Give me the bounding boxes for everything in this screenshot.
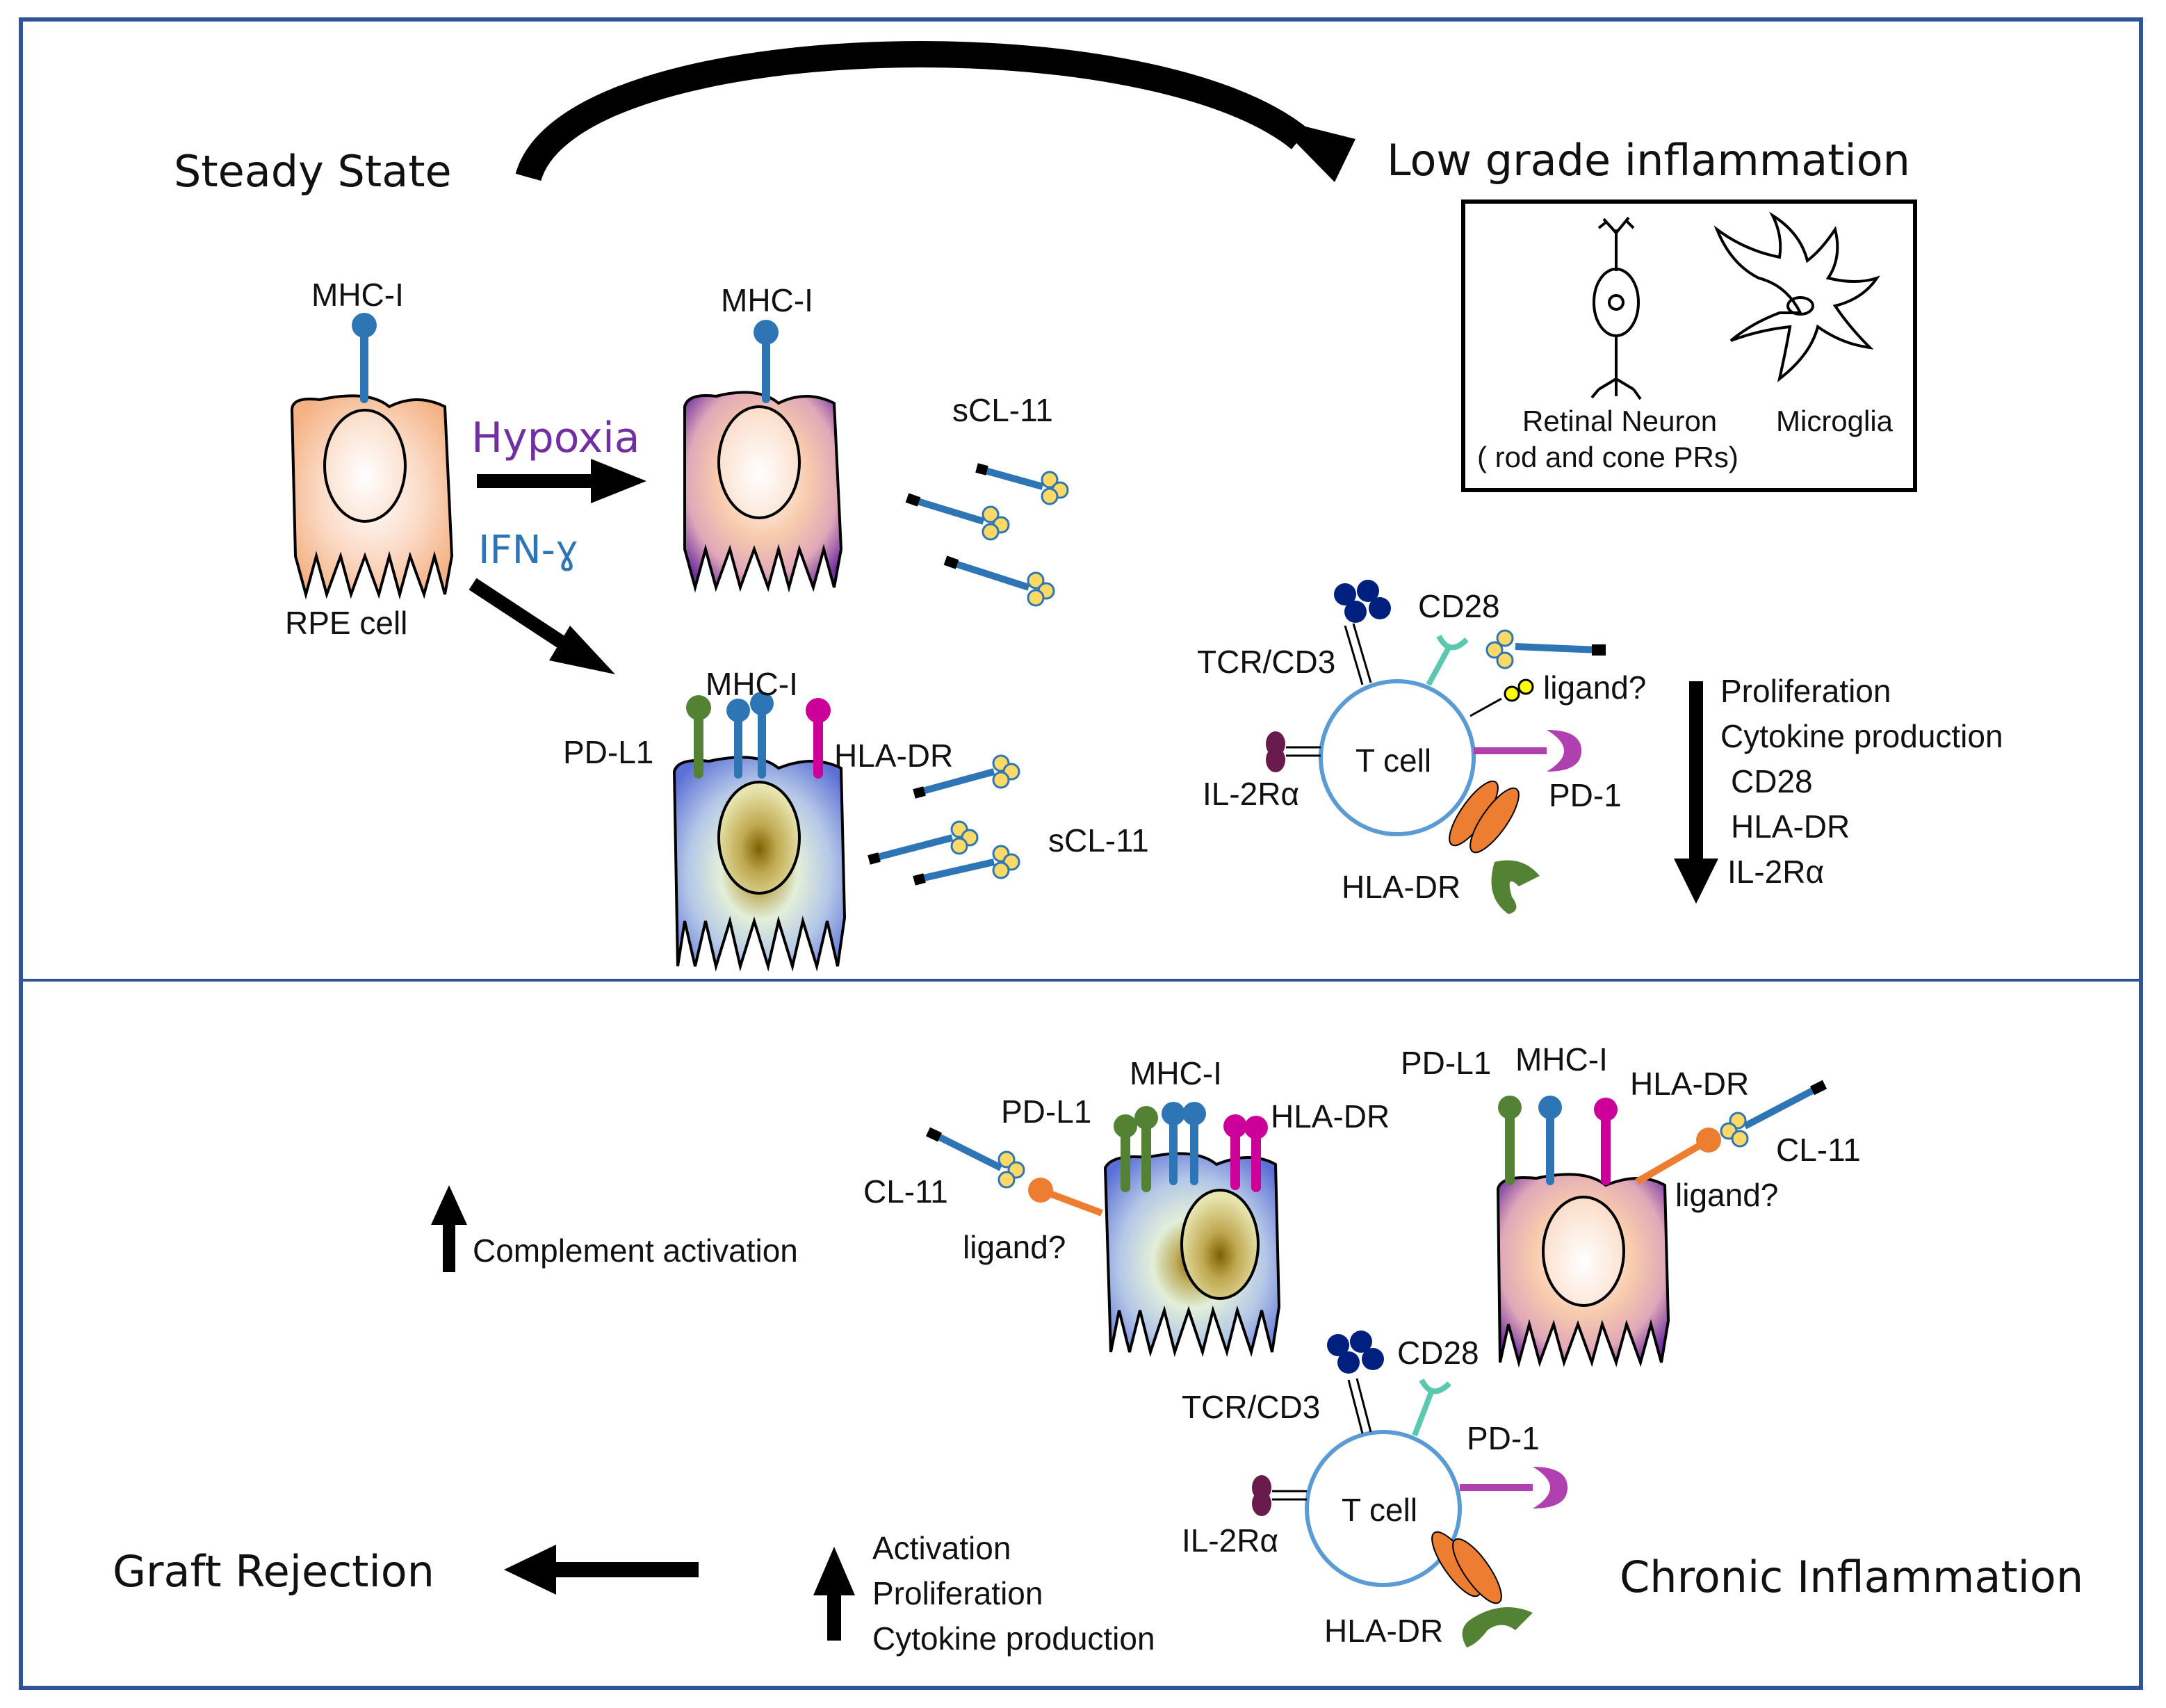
effect-top-4: IL-2Rα xyxy=(1727,854,1824,890)
scl11-molecule-3 xyxy=(943,555,1055,607)
label-tcell-bottom: T cell xyxy=(1342,1492,1417,1528)
arrowhead-hypoxia xyxy=(591,459,646,503)
label-mhc1-br: MHC-I xyxy=(1515,1041,1608,1077)
tcell-bottom xyxy=(1252,1331,1568,1648)
label-scl11-top: sCL-11 xyxy=(952,392,1053,428)
curved-arrow xyxy=(515,41,1309,182)
scl11-molecule-1 xyxy=(975,463,1069,505)
title-steady-state: Steady State xyxy=(174,146,452,197)
arrowhead-up-complement xyxy=(431,1185,467,1225)
effect-top-1: Cytokine production xyxy=(1720,718,2003,754)
label-hypoxia: Hypoxia xyxy=(471,414,640,462)
label-mhc1-hypoxia: MHC-I xyxy=(721,282,813,318)
label-complement: Complement activation xyxy=(473,1233,798,1269)
curved-arrowhead xyxy=(1272,118,1355,182)
label-microglia: Microglia xyxy=(1776,405,1894,437)
title-graft-rejection: Graft Rejection xyxy=(113,1546,434,1597)
rpe-cell-hypoxia xyxy=(683,320,843,593)
label-tcr-bottom: TCR/CD3 xyxy=(1182,1389,1320,1425)
title-low-grade: Low grade inflammation xyxy=(1387,135,1910,186)
label-mhc1-steady: MHC-I xyxy=(311,277,404,313)
label-ligand-br: ligand? xyxy=(1675,1177,1778,1213)
microglia-drawing xyxy=(1713,211,1880,382)
scl11-molecule-4 xyxy=(913,754,1020,799)
scl11-molecule-5 xyxy=(868,820,979,865)
label-rpe-cell: RPE cell xyxy=(285,605,407,641)
label-rod-cone: ( rod and cone PRs) xyxy=(1477,441,1738,473)
effect-bottom-2: Cytokine production xyxy=(872,1620,1155,1657)
label-pd1-bottom: PD-1 xyxy=(1467,1420,1540,1456)
retinal-neuron-drawing xyxy=(1590,216,1642,400)
label-cl11-bl: CL-11 xyxy=(863,1173,948,1210)
tcell-top xyxy=(1266,580,1606,914)
scl11-molecule-6 xyxy=(913,845,1020,886)
label-ligand-bl: ligand? xyxy=(963,1229,1066,1265)
effect-top-0: Proliferation xyxy=(1720,673,1891,709)
effect-bottom-0: Activation xyxy=(872,1530,1011,1566)
rpe-cell-bottom-left xyxy=(926,1102,1281,1358)
effect-bottom-1: Proliferation xyxy=(872,1575,1043,1611)
effect-top-3: HLA-DR xyxy=(1731,808,1850,845)
rpe-cell-ifn xyxy=(672,692,847,972)
label-il2r-top: IL-2Rα xyxy=(1203,776,1299,812)
scl11-molecule-2 xyxy=(905,493,1010,541)
arrowhead-down-effects xyxy=(1674,859,1718,904)
label-pdl1-bl: PD-L1 xyxy=(1001,1093,1091,1130)
label-ifn-gamma: IFN-ɣ xyxy=(478,528,578,573)
label-ligand-top: ligand? xyxy=(1543,669,1646,706)
label-cd28-bottom: CD28 xyxy=(1397,1335,1479,1371)
label-mhc1-ifn: MHC-I xyxy=(706,666,798,702)
title-chronic: Chronic Inflammation xyxy=(1620,1552,2083,1602)
label-retinal-neuron: Retinal Neuron xyxy=(1522,405,1717,437)
label-cl11-br: CL-11 xyxy=(1776,1132,1861,1168)
label-hladr-tcell-bottom: HLA-DR xyxy=(1324,1613,1443,1649)
label-hladr-bl: HLA-DR xyxy=(1271,1098,1390,1134)
label-pdl1-br: PD-L1 xyxy=(1401,1045,1491,1081)
label-hladr-br: HLA-DR xyxy=(1630,1066,1749,1102)
label-hladr-tcell-top: HLA-DR xyxy=(1342,869,1460,905)
effect-top-2: CD28 xyxy=(1731,763,1813,799)
label-mhc1-bl: MHC-I xyxy=(1130,1055,1222,1091)
label-il2r-bottom: IL-2Rα xyxy=(1182,1522,1278,1559)
label-tcell-top: T cell xyxy=(1355,742,1431,779)
arrowhead-up-effects xyxy=(813,1547,855,1595)
label-scl11-bottom: sCL-11 xyxy=(1048,822,1149,859)
low-grade-box xyxy=(1461,200,1917,492)
label-pd1-top: PD-1 xyxy=(1549,777,1622,813)
rpe-cell-steady xyxy=(290,313,454,600)
arrowhead-ifn xyxy=(549,626,615,674)
rpe-cell-bottom-right xyxy=(1496,1080,1827,1368)
label-hladr-top: HLA-DR xyxy=(834,738,953,774)
label-cd28-top: CD28 xyxy=(1418,588,1500,624)
outer-frame xyxy=(19,17,2143,1690)
label-pdl1-top: PD-L1 xyxy=(563,734,653,770)
label-tcr-top: TCR/CD3 xyxy=(1197,644,1335,680)
arrowhead-graft-rejection xyxy=(504,1545,556,1595)
